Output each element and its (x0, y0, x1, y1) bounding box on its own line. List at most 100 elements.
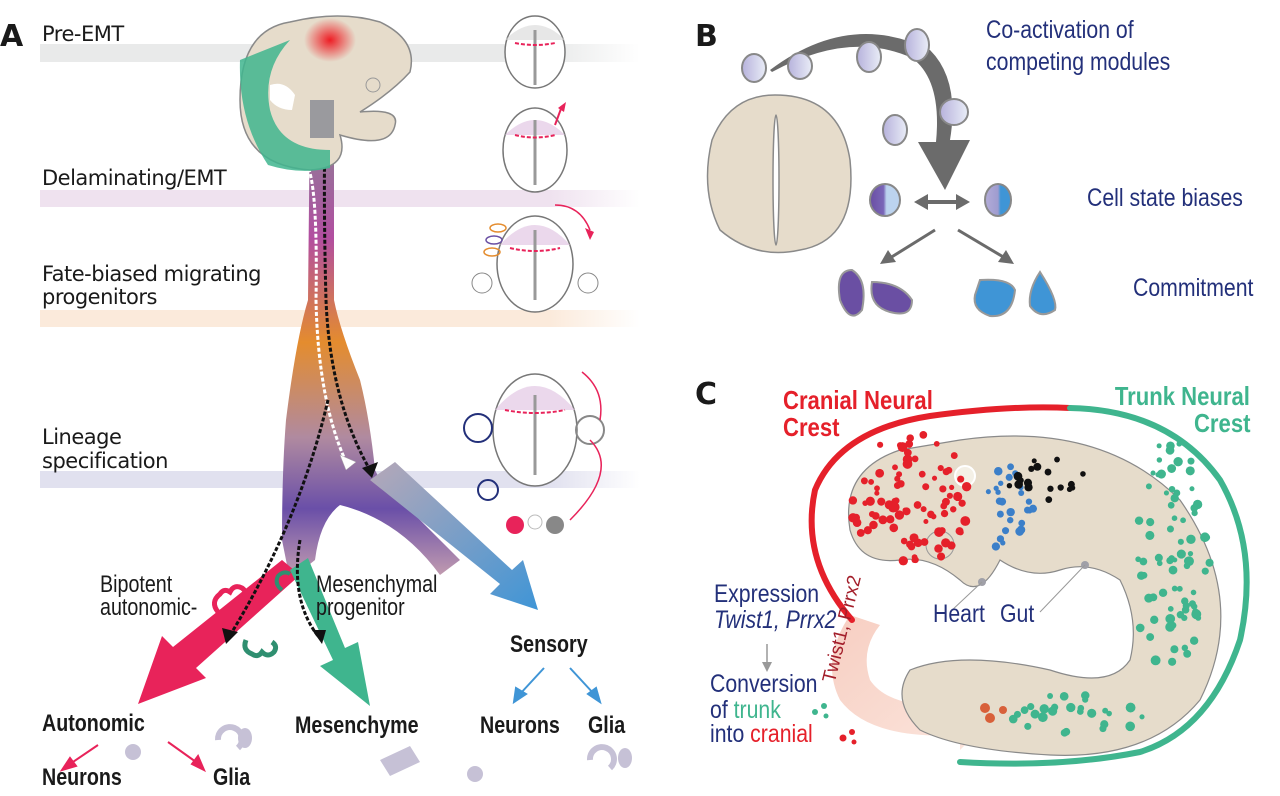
cell-dot (868, 478, 875, 485)
embryo-pre-emt (239, 15, 413, 171)
cell-dot (1186, 534, 1196, 544)
cell-dot (1106, 710, 1112, 717)
stage-label-delaminating: Delaminating/EMT (42, 166, 227, 190)
gut-label: Gut (1000, 600, 1035, 628)
cell-dot (1177, 538, 1184, 545)
cell-dot (1150, 615, 1159, 624)
fate-autonomic-glia: Glia (213, 764, 251, 791)
cell-dot (1180, 517, 1186, 524)
cell-dot (955, 493, 962, 500)
cell-dot (1057, 484, 1064, 491)
cell-dot (894, 475, 901, 482)
cell-dot (1195, 615, 1202, 621)
cell-dot (1139, 714, 1145, 720)
cell-dot (860, 477, 868, 485)
cell-dot (1187, 551, 1194, 557)
cell-dot (1018, 519, 1026, 527)
cell-dot (1168, 485, 1176, 493)
cell-dot (896, 471, 903, 478)
cell-dot (874, 490, 880, 496)
cell-dot (1025, 498, 1033, 505)
neuron-illustration (125, 724, 632, 782)
cell-dot (930, 513, 937, 520)
enteric-cells (1006, 456, 1086, 503)
cell-dot (920, 506, 927, 513)
cell-dot (1170, 494, 1179, 503)
cell-dot (1005, 473, 1013, 481)
cell-dot (877, 497, 886, 506)
cell-dot (898, 556, 908, 566)
cell-dot (918, 470, 926, 478)
cell-dot (991, 542, 1001, 551)
cell-dot (1167, 606, 1174, 612)
mesenchyme-arrow (290, 558, 370, 706)
cell-dot (863, 526, 872, 535)
cell-dot (1031, 458, 1037, 464)
cell-dot (931, 475, 938, 481)
cell-dot (911, 455, 919, 463)
fate-autonomic-neurons: Neurons (42, 764, 122, 791)
trajectory-arrowhead (362, 462, 378, 478)
cell-dot (949, 484, 955, 490)
cell-dot (957, 475, 965, 483)
cell-dot (1146, 518, 1155, 527)
conversion-label-3: into cranial (710, 722, 813, 747)
cell-dot (941, 538, 951, 548)
trajectory-black-autonomic (230, 399, 330, 633)
cell-dot (1181, 644, 1189, 652)
cell-dot (852, 518, 862, 527)
cell-dot (922, 483, 930, 491)
cell-dot (1145, 530, 1155, 540)
cell-dot (902, 507, 908, 513)
cell-dot (856, 529, 865, 537)
cell-dot (998, 480, 1004, 486)
cell-dot (875, 468, 885, 478)
cell-dot (913, 501, 922, 509)
cell-dot (1176, 585, 1183, 592)
mesenchymal-gear-icon-top (274, 570, 292, 592)
cell-dot (1167, 464, 1177, 473)
panel-letter-c: C (695, 377, 718, 412)
panel-b-diagram (706, 28, 1057, 318)
cell-dot (961, 482, 972, 492)
cell-dot (923, 518, 929, 524)
cell-dot (945, 466, 953, 474)
cell-dot (1030, 709, 1040, 719)
trajectory-black-sensory (322, 41, 372, 471)
conversion-of: of (710, 696, 734, 724)
cell-dot (1168, 565, 1178, 575)
cell-dot (1028, 465, 1035, 472)
cell-dot (1007, 516, 1014, 524)
cell-dot (938, 527, 946, 535)
cell-dot (877, 441, 884, 448)
cell-dot (1102, 707, 1109, 714)
fate-sensory-neurons: Neurons (480, 712, 560, 739)
cell-dot (1171, 585, 1178, 592)
cell-dot (920, 538, 929, 546)
cell-dot (906, 434, 914, 442)
stage-band-migrating (40, 310, 640, 327)
cardiac-cells (985, 463, 1038, 551)
cell-dot (1044, 468, 1052, 476)
cell-dot (1045, 496, 1053, 503)
cell-dot (1176, 549, 1186, 559)
cell-dot (946, 492, 953, 499)
stage-label-lineage-2: specification (42, 449, 168, 473)
cell-dot (1000, 540, 1006, 546)
trajectory-arrowhead (312, 630, 326, 644)
heart-label: Heart (933, 600, 985, 628)
cell-dot (1165, 622, 1175, 632)
cell-dot (1077, 704, 1085, 712)
cell-dot (993, 485, 999, 491)
cell-dot (1023, 478, 1033, 487)
cell-dot (1190, 504, 1199, 512)
trunk-arc (957, 405, 1250, 767)
cell-dot (958, 499, 966, 507)
conversion-trunk: trunk (733, 696, 781, 724)
stage-label-migrating-1: Fate-biased migrating (42, 262, 261, 286)
cell-dot (1027, 703, 1035, 711)
cell-dot (1168, 555, 1175, 562)
cross-section-migrating (471, 204, 599, 313)
cell-dot (894, 510, 905, 520)
